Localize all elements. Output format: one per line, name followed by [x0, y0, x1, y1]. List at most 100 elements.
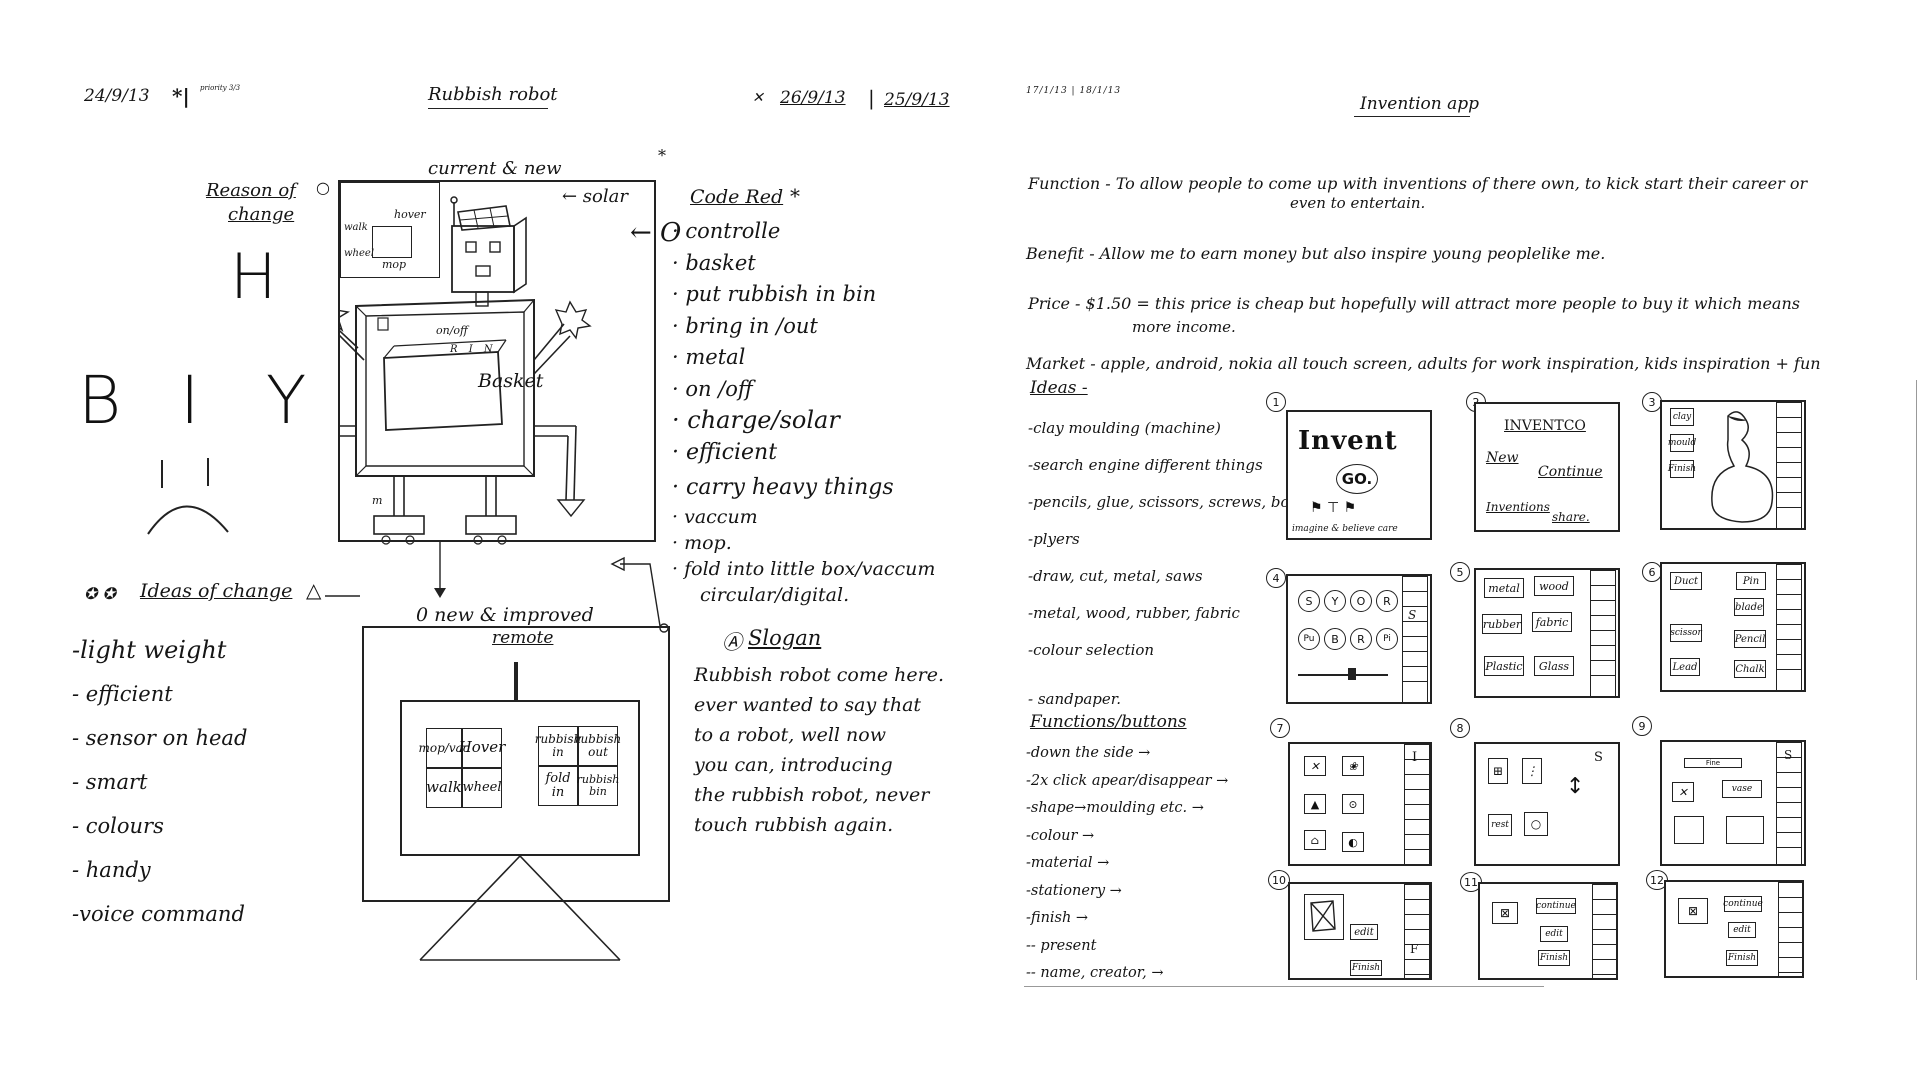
shape-button: ❀ [1342, 756, 1364, 776]
big-letter-i: I [180, 362, 200, 439]
wireframe-screen-5: metal wood rubber fabric Plastic Glass [1474, 568, 1620, 698]
right-sketch-page: 17/1/13 | 18/1/13 Invention app Function… [990, 0, 1920, 1080]
wireframe-screen-7: ✕ ❀ ▲ ⊙ ⌂ ◐ I [1288, 742, 1432, 866]
date-right-b: 25/9/13 [884, 90, 950, 110]
new-link: New [1486, 450, 1519, 466]
star-bullets: ✪ ✪ [84, 584, 116, 603]
benefit-line: Benefit - Allow me to earn money but als… [1026, 244, 1606, 263]
continue-link: Continue [1538, 464, 1603, 480]
asterisk-mark: * [658, 146, 666, 165]
tool-button: scissor [1670, 624, 1702, 642]
screen-number: 3 [1642, 392, 1662, 412]
wireframe-screen-6: Duct Pin blade scissor Pencil Lead Chalk [1660, 562, 1806, 692]
big-letter-b: B [78, 362, 122, 439]
rest-button: rest [1488, 814, 1512, 836]
list-item: - colours [72, 814, 164, 838]
inset-hover: hover [394, 208, 426, 221]
share-link: share. [1552, 510, 1590, 524]
icon-button: ⋮ [1522, 758, 1542, 784]
list-item: -stationery → [1026, 882, 1122, 899]
list-item: -metal, wood, rubber, fabric [1028, 604, 1240, 622]
date-left: 24/9/13 [84, 86, 150, 106]
list-item: - smart [72, 770, 148, 794]
list-item: · fold into little box/vaccum [672, 557, 936, 580]
ideas-list: -clay moulding (machine) -search engine … [1028, 410, 1308, 718]
preview-box [1304, 894, 1344, 940]
title-bar: Fine [1684, 758, 1742, 768]
list-item: · controlle [672, 219, 781, 243]
tiny-note: 17/1/13 | 18/1/13 [1026, 86, 1122, 96]
screen-number: 1 [1266, 392, 1286, 412]
basket-label: Basket [478, 370, 544, 392]
ideas-of-change-list: -light weight - efficient - sensor on he… [72, 628, 247, 936]
reason-of-change-line1: Reason of [206, 180, 296, 201]
list-item: -colour → [1026, 827, 1095, 844]
preview-box: ⊠ [1492, 902, 1518, 924]
screen-number: 9 [1632, 716, 1652, 736]
color-row-1: S Y O R [1298, 590, 1398, 612]
remote-btn-rubbish-bin: rubbish bin [577, 766, 619, 806]
list-item: -- name, creator, → [1026, 965, 1164, 981]
list-item: · vaccum [672, 505, 758, 528]
remote-body [400, 700, 640, 856]
remote-btn-wheel: wheel [462, 768, 502, 808]
remote-stand [419, 856, 621, 961]
reason-of-change-line2: change [228, 204, 295, 225]
code-red-star: * [790, 184, 800, 208]
star-mark: *| [172, 84, 190, 108]
screen-number: 5 [1450, 562, 1470, 582]
continue-button: continue [1536, 898, 1576, 914]
shape-button: ⌂ [1304, 830, 1326, 850]
finish-button: Finish [1668, 460, 1696, 478]
color-row-2: Pu B R Pi [1298, 628, 1398, 650]
canvas-block [1674, 816, 1704, 844]
screen-number: 8 [1450, 718, 1470, 738]
price-line1: Price - $1.50 = this price is cheap but … [1028, 294, 1800, 313]
material-button: rubber [1482, 614, 1522, 634]
remote-btn-mop: mop/vac [419, 728, 470, 768]
invent-logo: Invent [1298, 426, 1398, 456]
connector-lines [325, 540, 669, 633]
side-tool-bar [1404, 744, 1430, 866]
material-button: fabric [1532, 612, 1572, 632]
ideas-title: Ideas - [1030, 378, 1088, 398]
wireframe-screen-11: ⊠ continue edit Finish [1478, 882, 1618, 980]
inset-controller [372, 226, 412, 258]
edit-button: edit [1540, 926, 1568, 942]
slogan-icon: Ⓐ [722, 630, 742, 654]
tool-button: Lead [1670, 658, 1700, 676]
robot-sketch [338, 196, 592, 545]
list-item: -down the side → [1026, 745, 1151, 761]
slogan-title: Slogan [748, 626, 822, 650]
edit-button: edit [1350, 924, 1378, 940]
side-tool-bar [1592, 884, 1618, 980]
cube-icon [1310, 900, 1336, 932]
functions-buttons-title: Functions/buttons [1030, 712, 1187, 732]
list-item: -2x click apear/disappear → [1026, 772, 1229, 789]
list-item: -draw, cut, metal, saws [1028, 567, 1203, 585]
function-line1: Function - To allow people to come up wi… [1028, 174, 1808, 193]
code-red-list: · controlle · basket · put rubbish in bi… [672, 216, 935, 608]
canvas-block [1726, 816, 1764, 844]
shape-button: ▲ [1304, 794, 1326, 814]
remote-btn-rubbish-out: rubbish out [575, 726, 621, 766]
tagline: imagine & believe care [1292, 524, 1398, 534]
list-item: -shape→moulding etc. → [1026, 800, 1204, 816]
list-item: -light weight [72, 636, 227, 664]
rin-label: R I N [450, 344, 497, 355]
page-edge [1024, 986, 1544, 987]
wireframe-screen-10: edit Finish F [1288, 882, 1432, 980]
side-tool-bar [1776, 742, 1802, 866]
inset-walk: walk [344, 222, 368, 233]
remote-btn-hover: Hover [459, 728, 505, 768]
list-item: - sensor on head [72, 726, 248, 750]
shape-button: ⊙ [1342, 794, 1364, 814]
brand: INVENTCO [1504, 418, 1586, 434]
page-edge [1916, 380, 1917, 980]
material-button: Plastic [1484, 656, 1524, 676]
big-letter-y: Y [266, 362, 307, 439]
list-item: · mop. [672, 531, 732, 554]
side-tool-bar [1776, 402, 1802, 530]
side-tool-bar [1778, 882, 1804, 978]
cross-mark: ✕ [752, 90, 764, 106]
